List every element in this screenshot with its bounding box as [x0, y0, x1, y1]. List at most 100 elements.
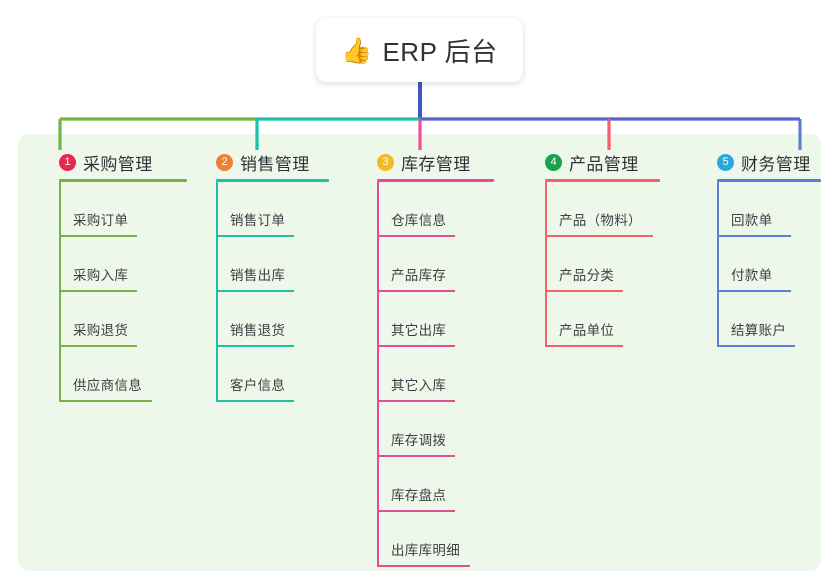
leaf-item-underline — [717, 290, 791, 292]
leaf-item[interactable]: 采购订单 — [42, 182, 210, 237]
leaf-item[interactable]: 销售退货 — [199, 292, 352, 347]
leaf-item-label: 销售退货 — [230, 323, 286, 338]
branch-title-label: 采购管理 — [83, 154, 153, 174]
branch-number-badge: 1 — [59, 153, 76, 171]
leaf-item-underline — [377, 235, 455, 237]
branch-column-2: 2 销售管理销售订单销售出库销售退货客户信息 — [199, 149, 352, 402]
branch-column-4: 4 产品管理产品（物料） 产品分类产品单位 — [528, 149, 683, 347]
branch-title-label: 库存管理 — [401, 154, 471, 174]
branch-leaf-list: 仓库信息产品库存其它出库其它入库库存调拨库存盘点出库库明细 — [360, 182, 517, 567]
leaf-item-label: 其它出库 — [391, 323, 447, 338]
leaf-item-underline — [377, 455, 455, 457]
leaf-item-label: 采购订单 — [73, 213, 129, 228]
root-title-card[interactable]: 👍 ERP 后台 — [316, 18, 523, 82]
branch-header-underline — [717, 179, 821, 182]
leaf-item[interactable]: 采购入库 — [42, 237, 210, 292]
branch-header-2[interactable]: 2 销售管理 — [199, 149, 352, 175]
leaf-item-label: 产品分类 — [559, 268, 615, 283]
leaf-item-label: 销售出库 — [230, 268, 286, 283]
leaf-item[interactable]: 采购退货 — [42, 292, 210, 347]
leaf-item[interactable]: 结算账户 — [700, 292, 839, 347]
leaf-item-underline — [545, 235, 653, 237]
branch-header-underline — [216, 179, 329, 182]
leaf-item-label: 采购退货 — [73, 323, 129, 338]
branch-title-label: 产品管理 — [569, 154, 639, 174]
leaf-item[interactable]: 仓库信息 — [360, 182, 517, 237]
branch-leaf-list: 产品（物料） 产品分类产品单位 — [528, 182, 683, 347]
branch-leaf-list: 采购订单采购入库采购退货供应商信息 — [42, 182, 210, 402]
leaf-item-label: 采购入库 — [73, 268, 129, 283]
branch-header-3[interactable]: 3 库存管理 — [360, 149, 517, 175]
leaf-item-underline — [216, 345, 294, 347]
branch-spine — [545, 182, 547, 347]
root-title-label: ERP 后台 — [382, 36, 498, 67]
leaf-item-underline — [377, 565, 470, 567]
branch-column-3: 3 库存管理仓库信息产品库存其它出库其它入库库存调拨库存盘点出库库明细 — [360, 149, 517, 567]
branch-number-badge: 4 — [545, 153, 562, 171]
branch-header-1[interactable]: 1 采购管理 — [42, 149, 210, 175]
leaf-item[interactable]: 回款单 — [700, 182, 839, 237]
branch-number-badge: 2 — [216, 153, 233, 171]
leaf-item-underline — [59, 345, 137, 347]
leaf-item[interactable]: 付款单 — [700, 237, 839, 292]
leaf-item-label: 销售订单 — [230, 213, 286, 228]
leaf-item-underline — [717, 345, 795, 347]
leaf-item-underline — [59, 235, 137, 237]
branch-spine — [59, 182, 61, 402]
leaf-item-label: 产品单位 — [559, 323, 615, 338]
branch-spine — [377, 182, 379, 567]
leaf-item[interactable]: 客户信息 — [199, 347, 352, 402]
leaf-item-underline — [216, 290, 294, 292]
leaf-item-underline — [545, 290, 623, 292]
leaf-item-underline — [59, 290, 137, 292]
branch-header-underline — [377, 179, 494, 182]
branch-column-5: 5 财务管理回款单付款单结算账户 — [700, 149, 839, 347]
leaf-item-label: 库存盘点 — [391, 488, 447, 503]
leaf-item[interactable]: 库存调拨 — [360, 402, 517, 457]
branch-leaf-list: 回款单付款单结算账户 — [700, 182, 839, 347]
branch-header-underline — [545, 179, 660, 182]
leaf-item-underline — [377, 345, 455, 347]
branch-number-badge: 5 — [717, 153, 734, 171]
leaf-item-label: 回款单 — [731, 213, 773, 228]
leaf-item[interactable]: 出库库明细 — [360, 512, 517, 567]
leaf-item[interactable]: 产品（物料） — [528, 182, 683, 237]
leaf-item-underline — [545, 345, 623, 347]
leaf-item-underline — [377, 290, 455, 292]
leaf-item-underline — [717, 235, 791, 237]
leaf-item-underline — [377, 510, 455, 512]
branch-title-label: 财务管理 — [741, 154, 811, 174]
leaf-item-label: 付款单 — [731, 268, 773, 283]
leaf-item-label: 供应商信息 — [73, 378, 142, 393]
branch-header-4[interactable]: 4 产品管理 — [528, 149, 683, 175]
leaf-item[interactable]: 产品库存 — [360, 237, 517, 292]
leaf-item-label: 客户信息 — [230, 378, 286, 393]
leaf-item[interactable]: 库存盘点 — [360, 457, 517, 512]
leaf-item[interactable]: 销售出库 — [199, 237, 352, 292]
leaf-item[interactable]: 其它入库 — [360, 347, 517, 402]
leaf-item-label: 出库库明细 — [391, 543, 460, 558]
leaf-item-underline — [216, 400, 294, 402]
branch-spine — [717, 182, 719, 347]
branch-spine — [216, 182, 218, 402]
leaf-item-label: 产品（物料） — [559, 213, 642, 228]
leaf-item-underline — [216, 235, 294, 237]
leaf-item-label: 库存调拨 — [391, 433, 447, 448]
leaf-item-label: 结算账户 — [731, 323, 787, 338]
leaf-item[interactable]: 销售订单 — [199, 182, 352, 237]
branch-header-5[interactable]: 5 财务管理 — [700, 149, 839, 175]
leaf-item-underline — [59, 400, 152, 402]
thumbs-up-emoji: 👍 — [341, 35, 373, 65]
branch-number-badge: 3 — [377, 153, 394, 171]
branch-title-label: 销售管理 — [240, 154, 310, 174]
leaf-item[interactable]: 其它出库 — [360, 292, 517, 347]
leaf-item-label: 仓库信息 — [391, 213, 447, 228]
diagram-panel — [18, 134, 821, 571]
leaf-item-label: 产品库存 — [391, 268, 447, 283]
leaf-item-underline — [377, 400, 455, 402]
leaf-item-label: 其它入库 — [391, 378, 447, 393]
leaf-item[interactable]: 供应商信息 — [42, 347, 210, 402]
leaf-item[interactable]: 产品单位 — [528, 292, 683, 347]
leaf-item[interactable]: 产品分类 — [528, 237, 683, 292]
